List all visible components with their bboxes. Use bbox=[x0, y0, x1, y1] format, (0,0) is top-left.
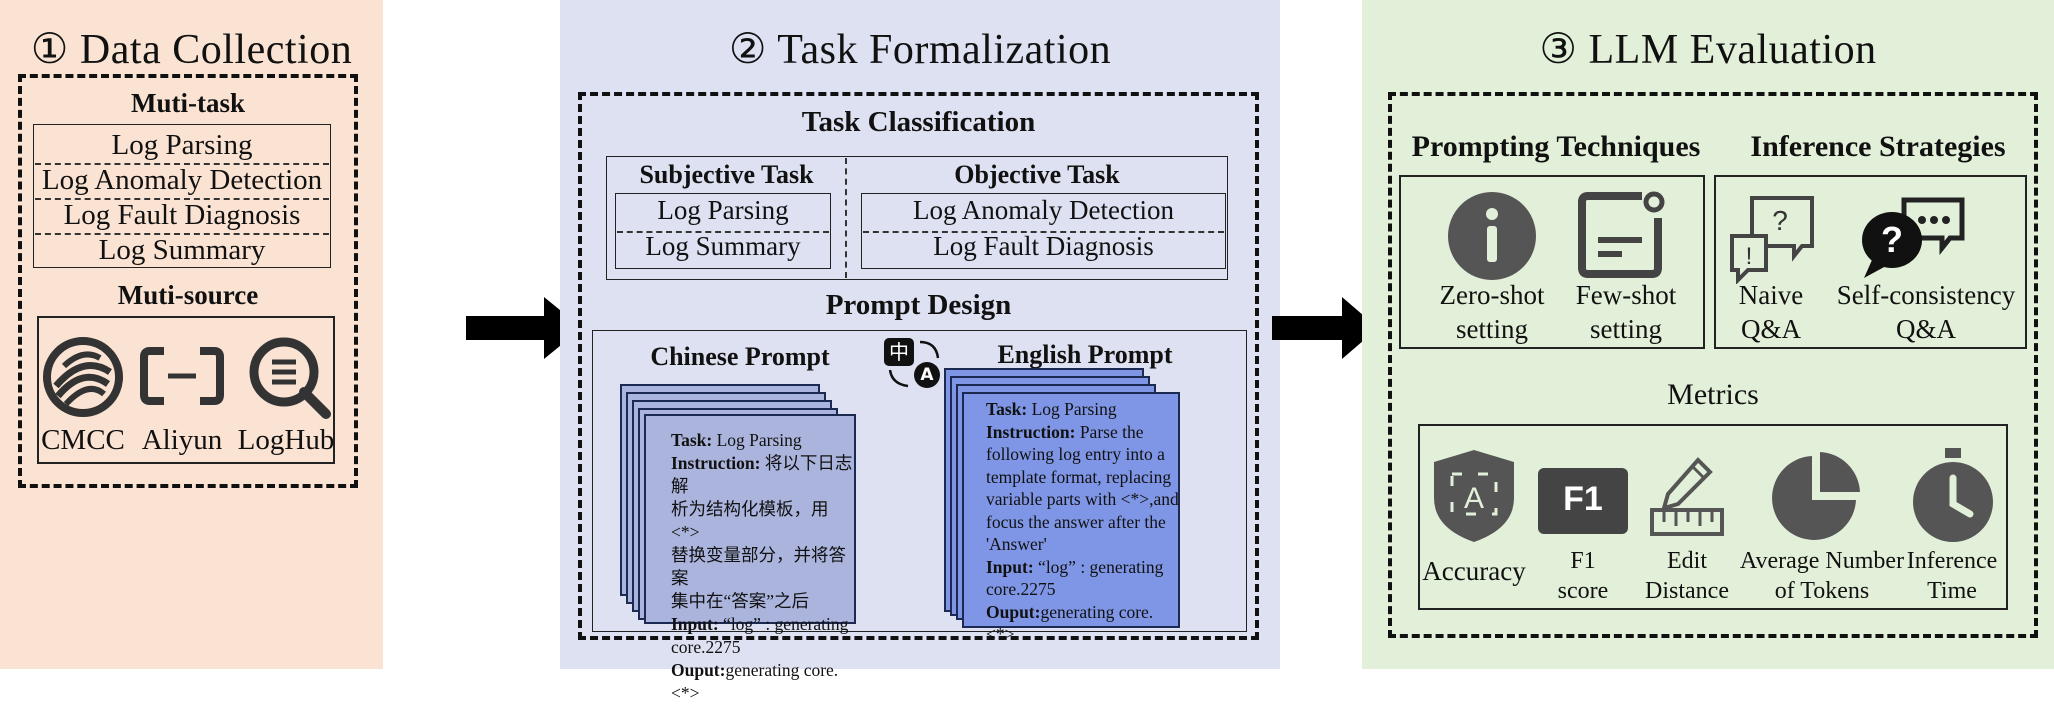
chinese-prompt-content: Task: Log Parsing Instruction: 将以下日志解 析为… bbox=[671, 430, 853, 703]
metric-label: Accuracy bbox=[1422, 556, 1526, 586]
cmcc-logo-icon bbox=[43, 337, 123, 417]
metric-label: Average Number of Tokens bbox=[1739, 548, 1905, 604]
inference-box bbox=[1714, 175, 2027, 349]
prompting-heading: Prompting Techniques bbox=[1411, 130, 1701, 163]
task-item: Log Fault Diagnosis bbox=[63, 199, 301, 231]
metric-label: Inference Time bbox=[1906, 548, 1998, 604]
multitask-heading: Muti-task bbox=[131, 88, 245, 118]
source-list bbox=[37, 316, 335, 464]
task-item: Log Parsing bbox=[111, 129, 253, 161]
task-formalization-box bbox=[578, 92, 1259, 640]
subjective-task-item: Log Summary bbox=[645, 231, 801, 261]
pie-chart-icon bbox=[1772, 452, 1860, 540]
prompting-label: Few-shot setting bbox=[1575, 280, 1677, 344]
question-chat-icon: ? ! bbox=[1730, 196, 1814, 284]
question-bubble-icon: ? bbox=[1862, 197, 1965, 278]
document-icon bbox=[1578, 191, 1665, 278]
source-label: LogHub bbox=[237, 424, 335, 456]
prompting-label: Zero-shot setting bbox=[1439, 280, 1545, 344]
objective-task-item: Log Fault Diagnosis bbox=[933, 231, 1154, 261]
task-formalization-panel: ② Task Formalization Task Classification… bbox=[560, 0, 1280, 703]
english-prompt-heading: English Prompt bbox=[997, 340, 1173, 369]
data-collection-panel: ① Data Collection Muti-task Log Parsing … bbox=[0, 0, 383, 669]
objective-heading: Objective Task bbox=[954, 160, 1120, 189]
info-circle-icon bbox=[1448, 192, 1536, 280]
inference-label: Self-consistency Q&A bbox=[1836, 280, 2016, 344]
llm-evaluation-box bbox=[1388, 92, 2038, 638]
subjective-task-list bbox=[615, 193, 831, 269]
task-item: Log Anomaly Detection bbox=[41, 164, 323, 196]
loghub-logo-icon bbox=[249, 337, 331, 419]
metric-label: F1 score bbox=[1557, 548, 1609, 604]
f1-badge-icon: F1 bbox=[1538, 468, 1628, 534]
english-prompt-card bbox=[962, 392, 1180, 628]
inference-label: Naive Q&A bbox=[1738, 280, 1804, 344]
subjective-heading: Subjective Task bbox=[639, 160, 814, 189]
task-item: Log Summary bbox=[98, 234, 266, 266]
prompt-design-box bbox=[592, 330, 1247, 632]
chinese-prompt-heading: Chinese Prompt bbox=[650, 342, 830, 371]
multisource-heading: Muti-source bbox=[117, 280, 259, 310]
chinese-prompt-card bbox=[644, 414, 856, 624]
task-classification-box bbox=[606, 156, 1228, 280]
llm-evaluation-panel: ③ LLM Evaluation Prompting Techniques In… bbox=[1362, 0, 2054, 669]
panel-title: ① Data Collection bbox=[30, 27, 353, 73]
metrics-box bbox=[1418, 424, 2008, 610]
translate-icon: 中 A bbox=[884, 338, 948, 390]
inference-heading: Inference Strategies bbox=[1750, 130, 2006, 163]
objective-task-list bbox=[861, 193, 1226, 269]
source-label: Aliyun bbox=[141, 424, 223, 456]
panel-title: ③ LLM Evaluation bbox=[1539, 27, 1877, 73]
objective-task-item: Log Anomaly Detection bbox=[913, 195, 1174, 225]
metric-label: Edit Distance bbox=[1645, 548, 1729, 604]
accuracy-shield-icon: A bbox=[1434, 450, 1514, 542]
svg-text:?: ? bbox=[1881, 219, 1903, 260]
aliyun-logo-icon bbox=[140, 347, 224, 405]
chinese-char-badge: 中 bbox=[884, 338, 914, 366]
prompt-design-heading: Prompt Design bbox=[825, 289, 1012, 321]
panel-title: ② Task Formalization bbox=[728, 27, 1112, 73]
task-list bbox=[33, 124, 331, 268]
latin-char-badge: A bbox=[914, 362, 940, 388]
metrics-heading: Metrics bbox=[1667, 378, 1759, 411]
svg-text:A: A bbox=[1464, 482, 1484, 515]
ruler-pencil-icon bbox=[1650, 457, 1724, 536]
clock-icon bbox=[1913, 448, 1993, 542]
svg-text:?: ? bbox=[1772, 205, 1788, 236]
classification-heading: Task Classification bbox=[801, 106, 1036, 138]
prompting-box bbox=[1399, 175, 1705, 349]
data-collection-box bbox=[18, 74, 358, 488]
svg-text:!: ! bbox=[1746, 243, 1753, 270]
subjective-task-item: Log Parsing bbox=[657, 195, 789, 225]
source-label: CMCC bbox=[41, 424, 125, 456]
arrow-right-icon bbox=[1272, 297, 1378, 359]
english-prompt-content: Task: Log Parsing Instruction: Parse the… bbox=[986, 399, 1179, 644]
